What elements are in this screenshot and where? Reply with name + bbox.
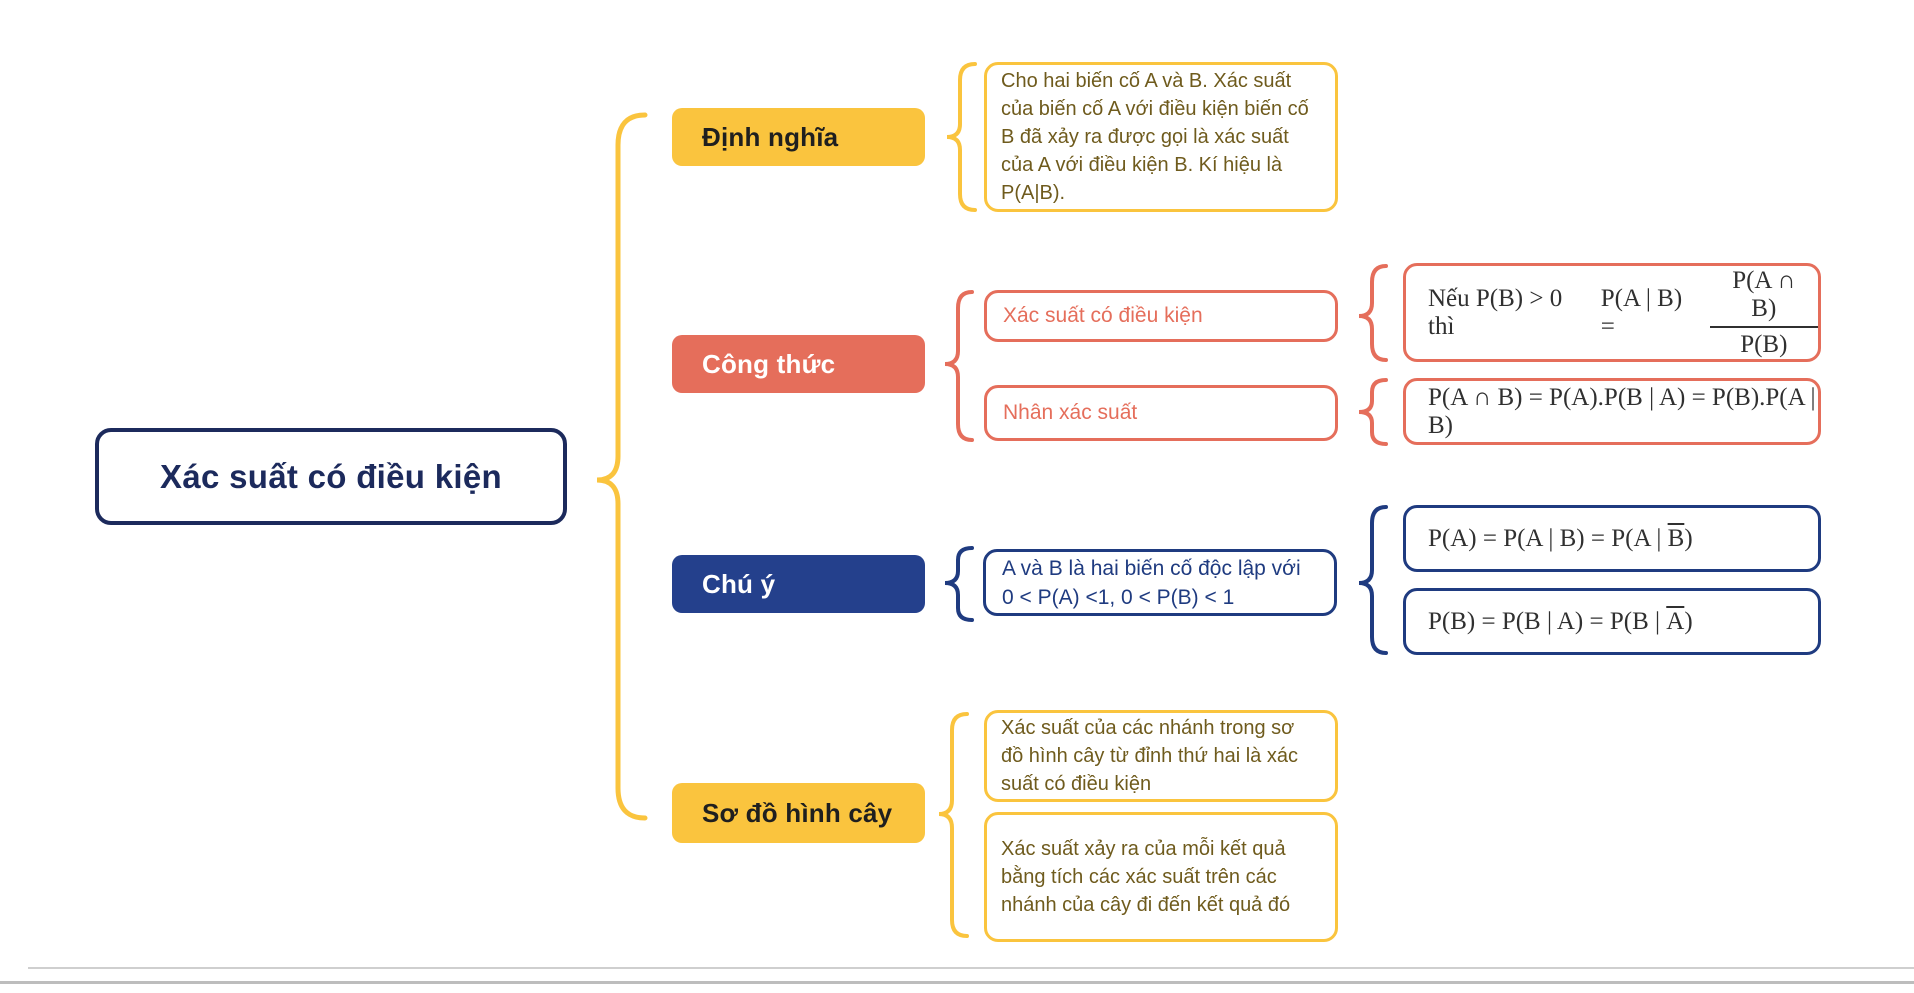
branch-chu-y-label: Chú ý <box>702 568 776 599</box>
note-chu-y-text: A và B là hai biến cố độc lập với 0 < P(… <box>1002 556 1301 609</box>
brace-cong-thuc <box>944 290 974 442</box>
brace-formula-chu-y <box>1358 505 1388 655</box>
formula-independent-b-pre: P(B) = P(B | A) = P(B | <box>1428 607 1667 635</box>
note-so-do-2[interactable]: Xác suất xảy ra của mỗi kết quả bằng tíc… <box>984 812 1338 942</box>
formula-conditional-prefix: Nếu P(B) > 0 thì <box>1428 284 1563 340</box>
bottom-divider-upper <box>28 967 1914 969</box>
formula-conditional-probability[interactable]: Nếu P(B) > 0 thì P(A | B) = P(A ∩ B) P(B… <box>1403 263 1821 362</box>
brace-root <box>596 112 648 821</box>
note-so-do-2-text: Xác suất xảy ra của mỗi kết quả bằng tíc… <box>1001 838 1291 916</box>
formula-conditional-lhs: P(A | B) = <box>1600 284 1683 340</box>
child-nhan-xac-suat-label: Nhân xác suất <box>1003 401 1138 424</box>
formula-multiplication-text: P(A ∩ B) = P(A).P(B | A) = P(B).P(A | B) <box>1428 383 1816 439</box>
branch-chu-y[interactable]: Chú ý <box>672 555 925 613</box>
formula-independent-b-overline: A <box>1666 607 1685 635</box>
brace-chu-y <box>944 546 974 622</box>
root-node[interactable]: Xác suất có điều kiện <box>95 428 567 525</box>
formula-multiplication-rule[interactable]: P(A ∩ B) = P(A).P(B | A) = P(B).P(A | B) <box>1403 378 1821 445</box>
branch-cong-thuc[interactable]: Công thức <box>672 335 925 393</box>
formula-independent-b[interactable]: P(B) = P(B | A) = P(B | A) <box>1403 588 1821 655</box>
formula-independent-a-pre: P(A) = P(A | B) = P(A | <box>1428 524 1668 552</box>
note-so-do-1[interactable]: Xác suất của các nhánh trong sơ đồ hình … <box>984 710 1338 802</box>
formula-independent-b-post: ) <box>1684 607 1693 635</box>
child-nhan-xac-suat[interactable]: Nhân xác suất <box>984 385 1338 441</box>
note-dinh-nghia[interactable]: Cho hai biến cố A và B. Xác suất của biế… <box>984 62 1338 212</box>
branch-cong-thuc-label: Công thức <box>702 348 836 379</box>
branch-so-do-hinh-cay-label: Sơ đồ hình cây <box>702 797 893 828</box>
formula-conditional-fraction: P(A ∩ B) P(B) <box>1709 267 1818 359</box>
branch-so-do-hinh-cay[interactable]: Sơ đồ hình cây <box>672 783 925 843</box>
formula-independent-a-overline: B <box>1667 524 1685 552</box>
note-so-do-1-text: Xác suất của các nhánh trong sơ đồ hình … <box>1001 717 1298 795</box>
fraction-numerator: P(A ∩ B) <box>1709 267 1818 328</box>
bottom-divider-lower <box>0 981 1914 984</box>
formula-independent-a[interactable]: P(A) = P(A | B) = P(A | B) <box>1403 505 1821 572</box>
brace-dinh-nghia <box>946 62 977 212</box>
formula-independent-a-post: ) <box>1684 524 1693 552</box>
note-dinh-nghia-text: Cho hai biến cố A và B. Xác suất của biế… <box>1001 70 1309 204</box>
brace-formula-multiplication <box>1358 378 1388 446</box>
root-node-label: Xác suất có điều kiện <box>160 457 502 495</box>
branch-dinh-nghia[interactable]: Định nghĩa <box>672 108 925 166</box>
child-xac-suat-co-dieu-kien-label: Xác suất có điều kiện <box>1003 304 1203 327</box>
branch-dinh-nghia-label: Định nghĩa <box>702 121 839 152</box>
note-chu-y[interactable]: A và B là hai biến cố độc lập với 0 < P(… <box>983 549 1337 616</box>
fraction-denominator: P(B) <box>1740 330 1788 358</box>
brace-formula-conditional <box>1358 264 1388 362</box>
brace-so-do <box>938 712 969 938</box>
child-xac-suat-co-dieu-kien[interactable]: Xác suất có điều kiện <box>984 290 1338 342</box>
